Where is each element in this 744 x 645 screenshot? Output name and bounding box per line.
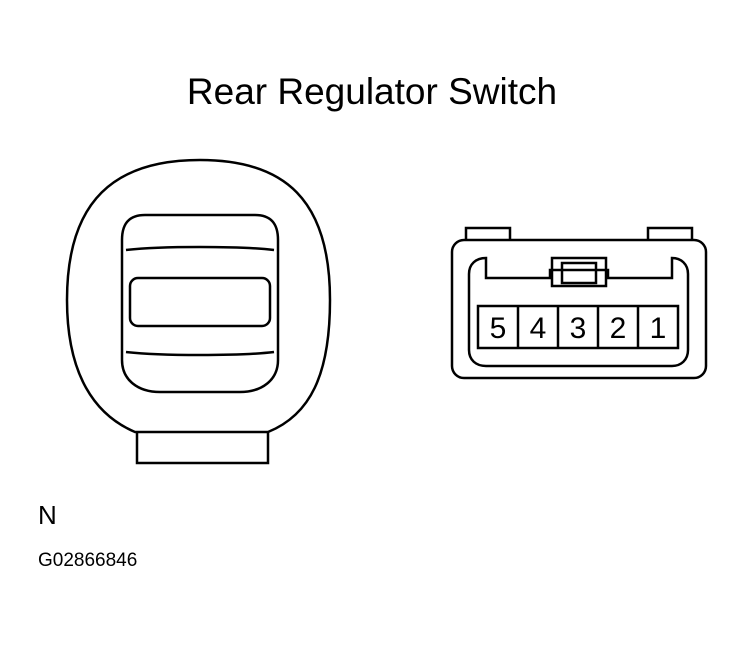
connector-left-latch [464, 226, 512, 240]
pin-label-4: 4 [530, 312, 547, 345]
switch-rocker-ridge [125, 245, 275, 252]
figure-id: G02866846 [38, 550, 138, 571]
connector-outer-housing [450, 238, 708, 380]
view-label: N [38, 500, 57, 530]
diagram-title: Rear Regulator Switch [186, 71, 558, 112]
pin-label-5: 5 [490, 312, 507, 345]
switch-indicator-window [128, 276, 272, 328]
switch-bottom-tab [135, 432, 270, 465]
connector-inner-cavity [467, 256, 690, 368]
pin-label-2: 2 [610, 312, 627, 345]
connector-right-latch [646, 226, 694, 240]
switch-rocker [120, 213, 280, 394]
connector-key-housing [550, 256, 608, 288]
switch-rocker-lower-ridge [125, 350, 275, 357]
pin-label-3: 3 [570, 312, 587, 345]
switch-outer-housing [65, 158, 332, 434]
pin-label-1: 1 [650, 312, 667, 345]
connector-pin-row [476, 304, 680, 350]
switch-body [65, 158, 332, 465]
connector [450, 226, 708, 380]
connector-key [560, 261, 598, 285]
